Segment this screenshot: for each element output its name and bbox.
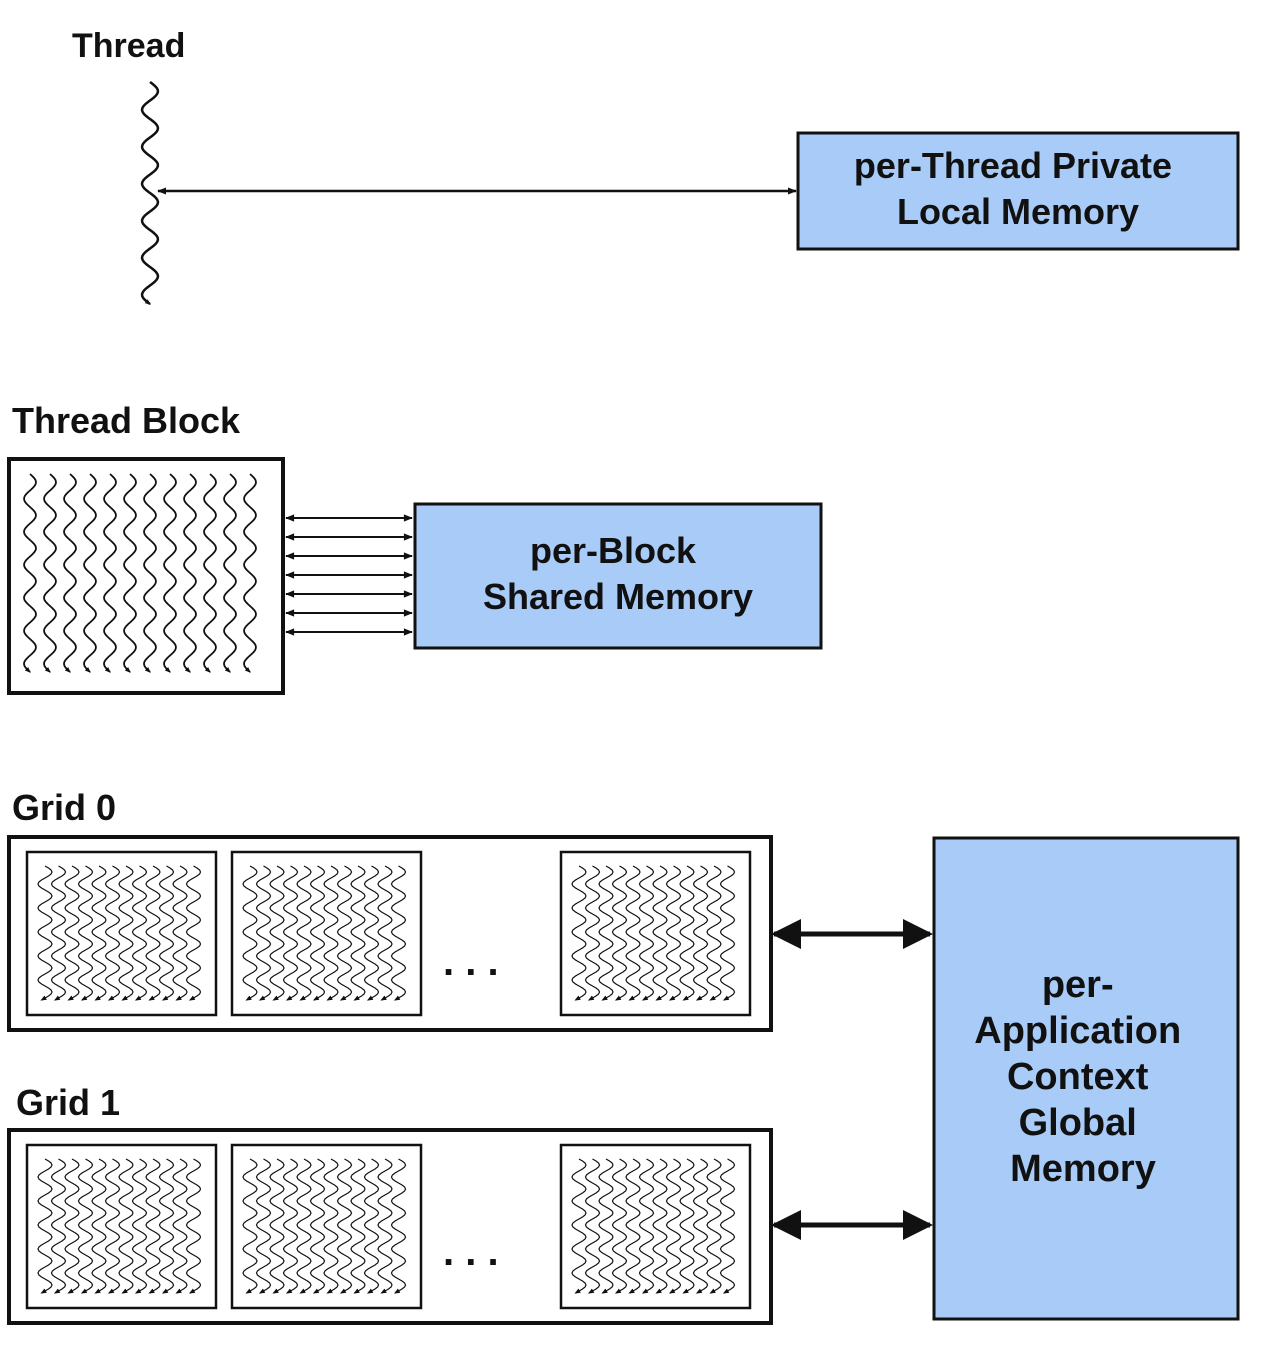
local-memory-box [796,131,1240,251]
thread-block-box [7,457,285,695]
grid0-block [230,850,423,1017]
thread-label: Thread [72,27,185,65]
grid1-ellipsis: . . . [443,1230,499,1274]
shared-memory-label: per-Block Shared Memory [483,530,753,617]
global-memory-box [932,836,1240,1321]
grid0-block [559,850,752,1017]
block-threads-icon [23,473,257,673]
grid1-label: Grid 1 [16,1082,120,1123]
grid1-block [559,1143,752,1310]
thread-squiggle-icon [140,80,160,306]
grid1-block [230,1143,423,1310]
grid-block-threads-icon [37,865,736,1294]
shared-memory-box [413,502,823,650]
grid0-ellipsis: . . . [443,940,499,984]
local-memory-label: per-Thread Private Local Memory [854,145,1182,232]
block-shared-memory-arrows [285,514,413,636]
grid0-label: Grid 0 [12,787,116,828]
global-memory-label: per- Application Context Global Memory [974,964,1191,1190]
thread-block-label: Thread Block [12,400,241,441]
grid1-block [25,1143,218,1310]
grid0-block [25,850,218,1017]
